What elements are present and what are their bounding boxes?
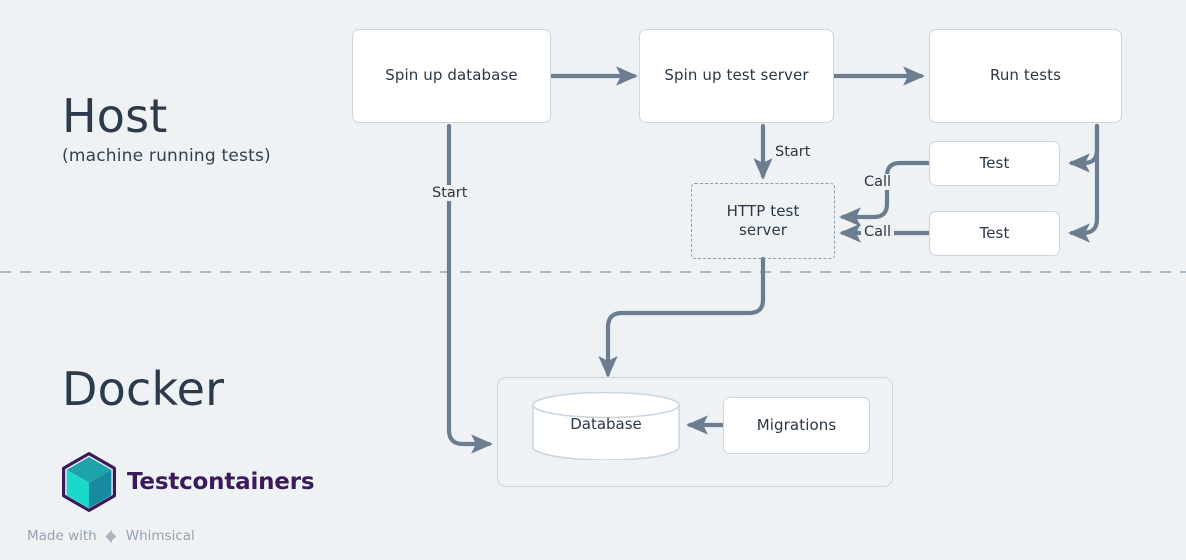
node-run-tests-label: Run tests [989,66,1062,85]
zone-title-docker-text: Docker [62,362,225,416]
testcontainers-brand-name: Testcontainers [127,469,315,495]
zone-subtitle-host-text: (machine running tests) [62,146,271,167]
node-migrations[interactable]: Migrations [723,397,870,454]
zone-title-host-text: Host [62,89,168,143]
edge-label-call-upper-text: Call [864,174,892,190]
edge-label-start-http-server-text: Start [775,144,811,160]
whimsical-diamond-icon [105,529,117,543]
edge-call-upper [839,160,932,227]
whimsical-label: Whimsical [125,528,195,544]
made-with-label: Made with [27,528,97,544]
node-test-lower[interactable]: Test [929,211,1060,256]
edge-label-start-database: Start [429,185,471,201]
node-migrations-label: Migrations [756,415,837,434]
node-spin-up-database-label: Spin up database [385,66,518,85]
node-database[interactable] [531,392,681,460]
zone-title-docker: Docker [62,362,225,416]
edge-label-start-database-text: Start [432,185,468,201]
edge-runtests-to-test-upper [1068,123,1100,173]
edge-label-start-http-server: Start [772,144,814,160]
node-spin-up-database[interactable]: Spin up database [352,29,551,123]
edge-start-database [446,123,493,454]
docker-container-group [497,377,893,487]
node-test-upper[interactable]: Test [929,141,1060,186]
testcontainers-cube-icon [62,452,116,512]
edge-runtests-to-test-lower [1068,123,1100,243]
testcontainers-brand: Testcontainers [62,452,315,512]
node-http-test-server-label-line2: server [738,221,788,239]
node-run-tests[interactable]: Run tests [929,29,1122,123]
edge-http-server-to-database [598,256,766,378]
node-database-label: Database [570,415,642,433]
node-spin-up-test-server-label: Spin up test server [664,66,809,85]
node-test-upper-label: Test [979,153,1010,172]
made-with-whimsical[interactable]: Made with Whimsical [27,528,195,544]
node-test-lower-label: Test [979,223,1010,242]
node-http-test-server[interactable]: HTTP test server [691,183,835,259]
edge-label-call-upper: Call [861,174,895,190]
node-http-test-server-label-line1: HTTP test [726,201,800,220]
edge-label-call-lower: Call [861,224,895,240]
zone-title-host: Host (machine running tests) [62,89,271,167]
edge-label-call-lower-text: Call [864,224,892,240]
node-spin-up-test-server[interactable]: Spin up test server [639,29,834,123]
